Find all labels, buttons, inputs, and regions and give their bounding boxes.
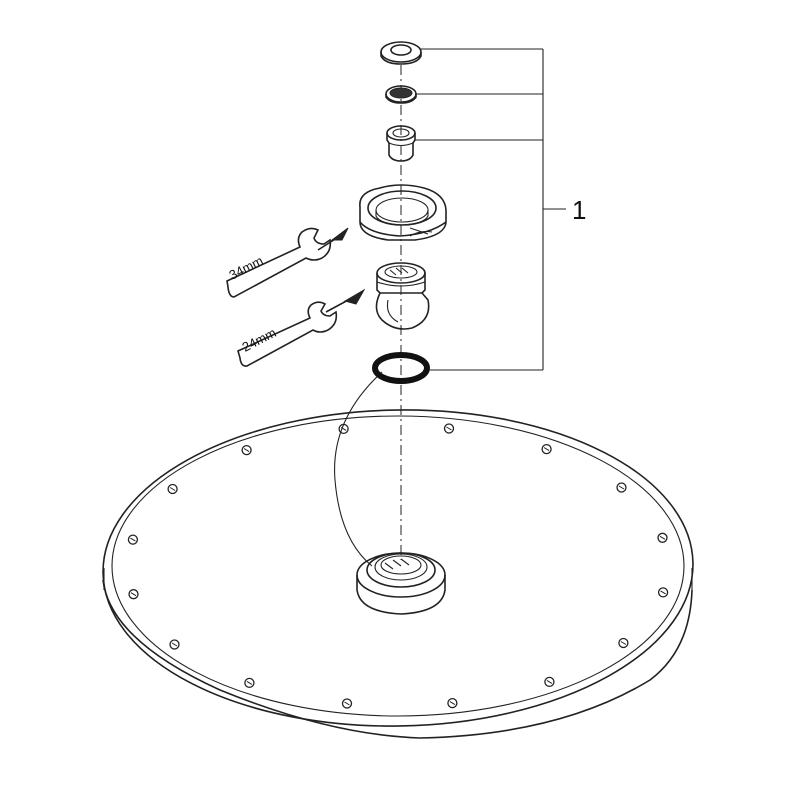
rim-screw-slot <box>169 487 176 491</box>
wrench-34mm: 34mm <box>226 227 349 298</box>
wrench-34mm-label: 34mm <box>227 253 266 283</box>
rim-screw-slot <box>246 680 253 685</box>
o-ring <box>372 352 430 384</box>
rim-screw-slot <box>660 590 666 595</box>
rim-screw-slot <box>130 537 136 542</box>
rim-screw-slot <box>243 448 250 453</box>
rim-screw-slot <box>449 701 456 706</box>
callout-number: 1 <box>572 195 586 225</box>
oring-placement-curve <box>334 371 383 567</box>
filter-screen <box>385 85 417 104</box>
ball-joint <box>375 262 430 330</box>
wrench-24mm-label: 24mm <box>240 325 279 355</box>
rim-screw-slot <box>546 679 553 684</box>
plate-inlet-fitting <box>356 552 446 615</box>
rim-screw-slot <box>171 642 178 647</box>
washer-top <box>380 41 422 65</box>
callout-bracket <box>415 48 566 371</box>
rim-screw-slot <box>618 485 625 490</box>
rim-screw-slot <box>543 447 550 452</box>
rim-screw-slot <box>130 592 137 597</box>
shower-plate <box>102 409 694 739</box>
rim-screw-slot <box>446 426 452 431</box>
rim-screw-slot <box>659 535 666 540</box>
wrench-24mm: 24mm <box>237 288 366 367</box>
flow-restrictor <box>386 125 416 162</box>
rim-screw-slot <box>620 641 627 645</box>
union-nut <box>359 184 447 241</box>
rim-screw-slot <box>344 701 350 706</box>
plate-screws <box>127 423 669 709</box>
